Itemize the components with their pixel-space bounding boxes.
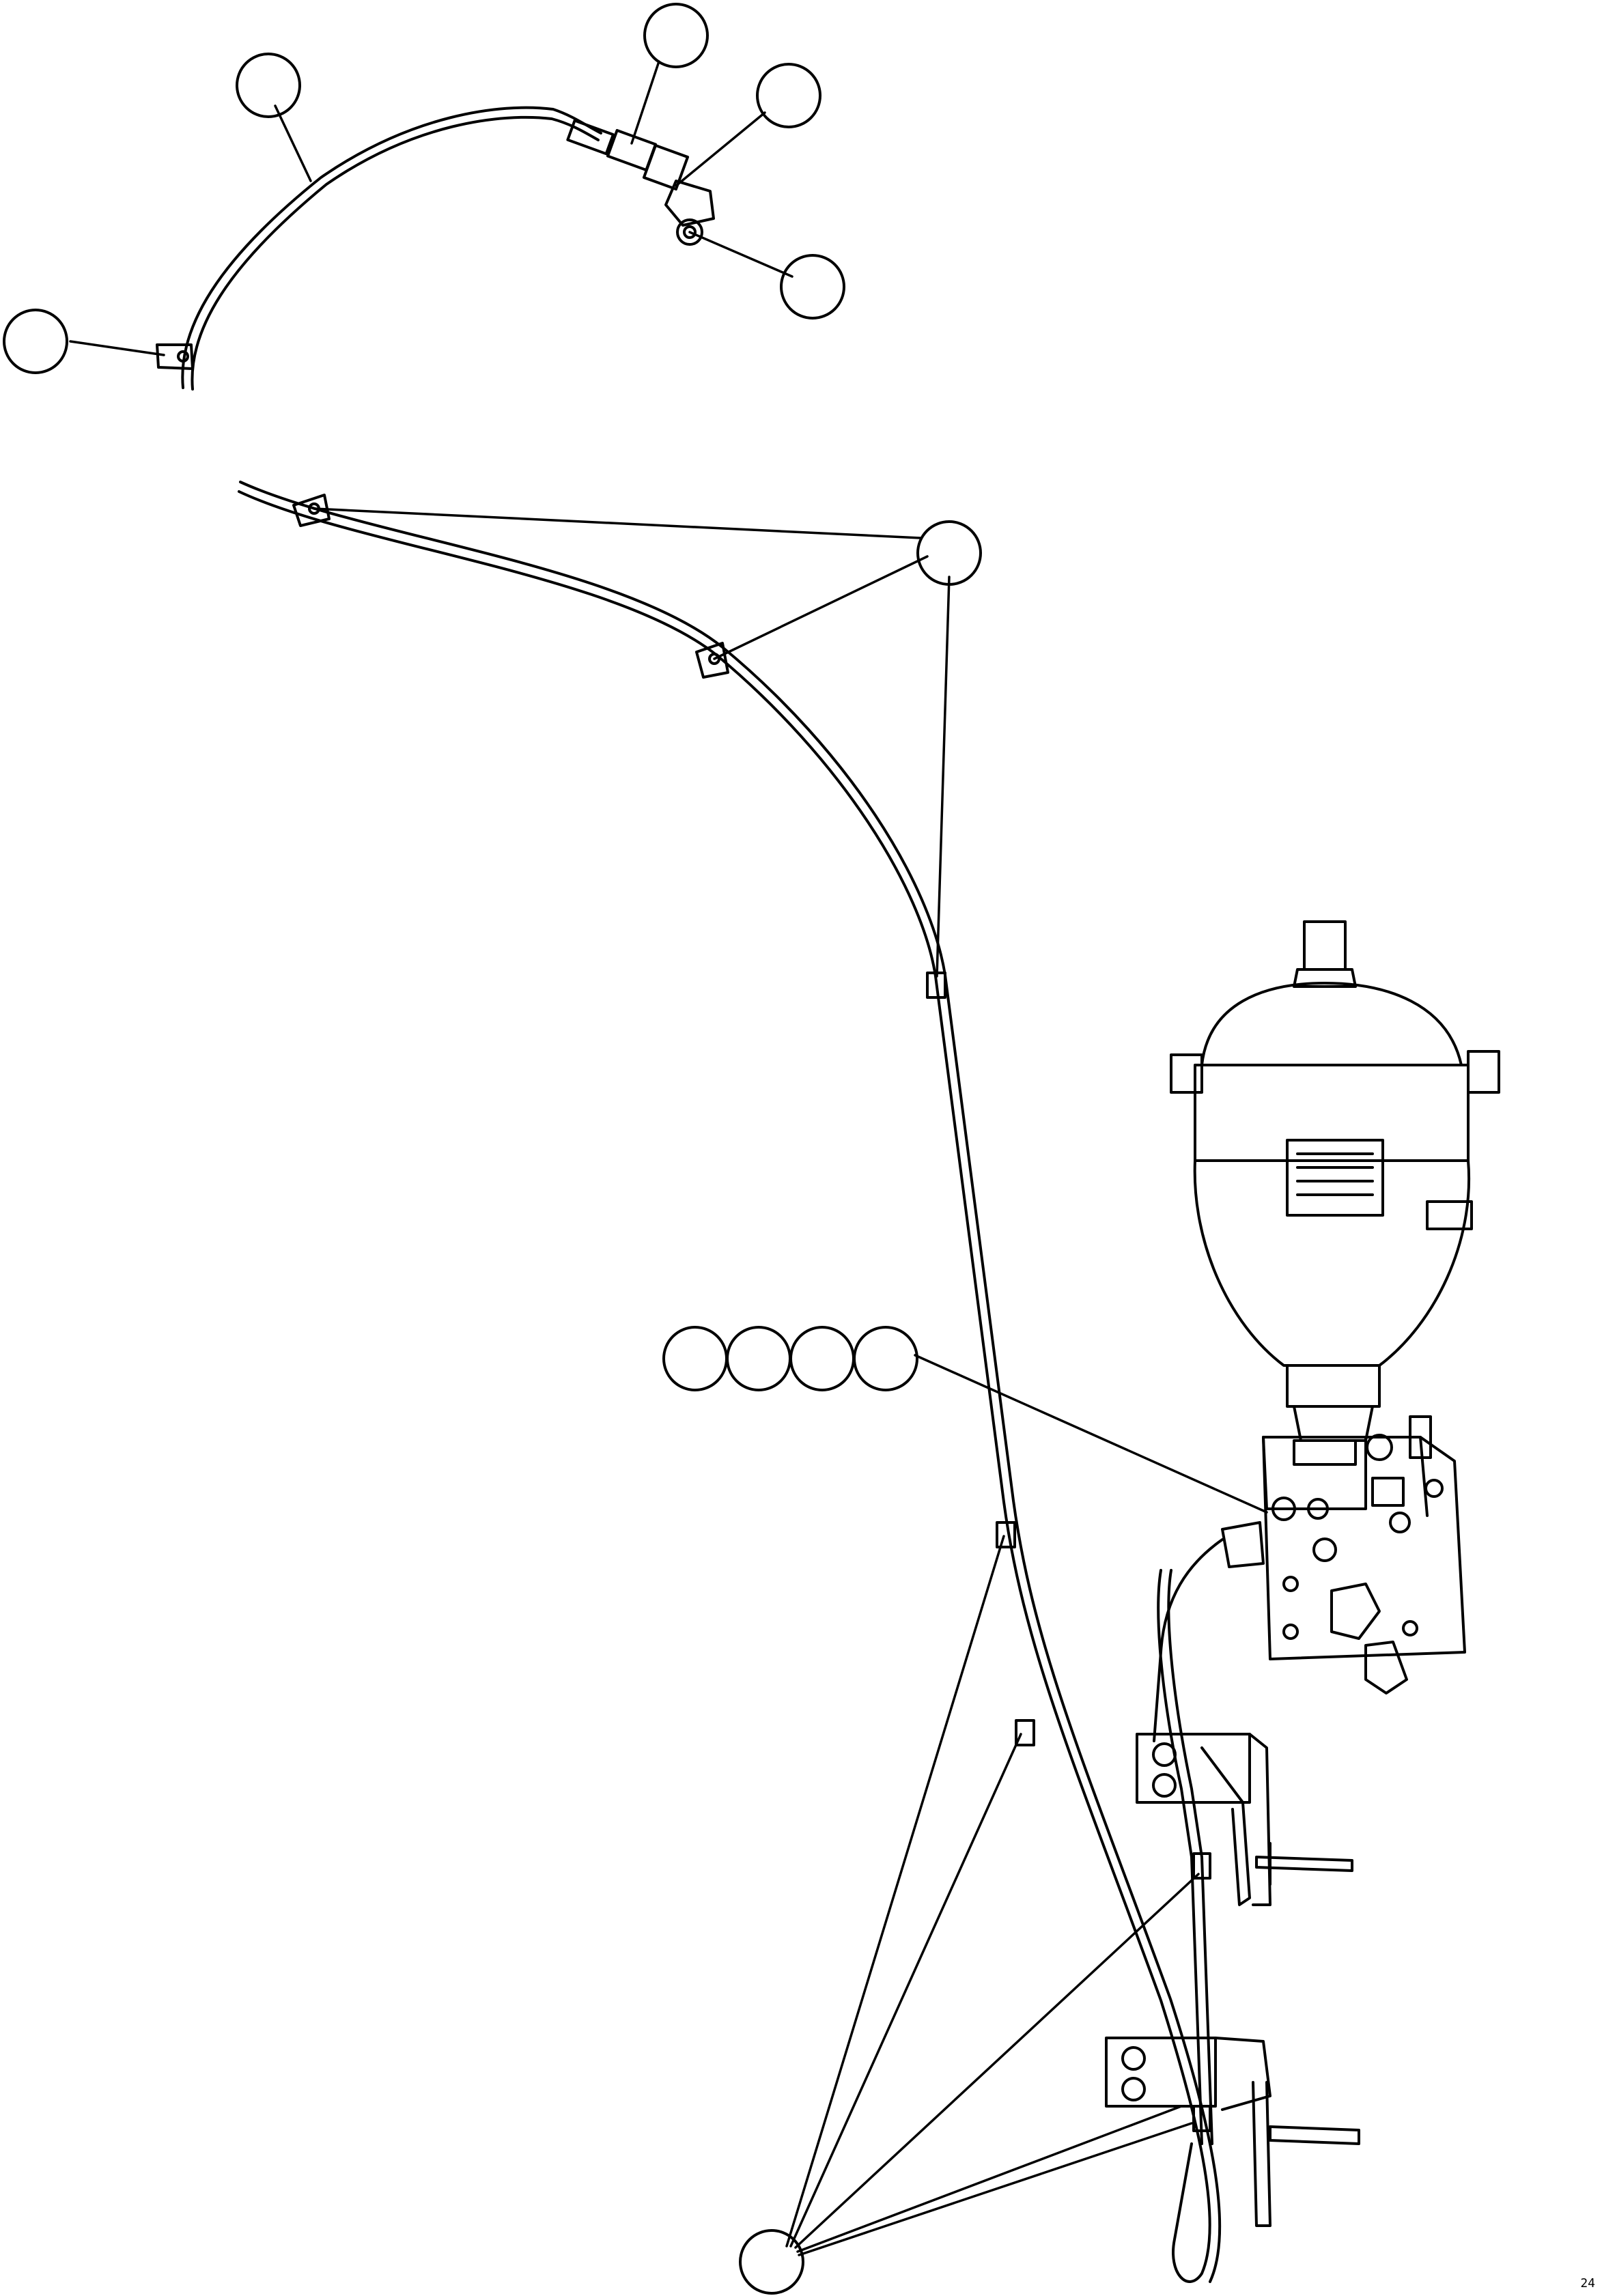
hose-clip-top [156, 343, 194, 370]
lower-bracket [1105, 2037, 1360, 2227]
callout-clamps-upper [916, 520, 982, 586]
callout-group-4 [853, 1326, 918, 1391]
hose-end-fitting [566, 119, 715, 246]
short-hose [1157, 1569, 1213, 2145]
callout-top-right [756, 63, 821, 128]
valve-block [1153, 1415, 1466, 1742]
callout-clamps-lower [739, 2229, 804, 2295]
callout-group-1 [662, 1326, 728, 1391]
callout-clip-left [3, 309, 68, 374]
hose-clamp-2 [695, 642, 729, 679]
long-hose [238, 481, 1222, 2283]
accumulator [1170, 920, 1500, 1442]
callout-top-left [236, 53, 301, 118]
callout-top-center [643, 3, 709, 68]
callout-group-3 [789, 1326, 855, 1391]
leader-lines [69, 60, 1268, 2256]
corner-mark: 24 [1580, 2276, 1595, 2291]
hose-clamp-4 [996, 1521, 1016, 1548]
callout-fitting [780, 254, 845, 320]
callout-group-2 [726, 1326, 791, 1391]
upper-hose [181, 106, 602, 391]
hose-clamp-5 [1015, 1719, 1035, 1746]
upper-bracket [1136, 1733, 1353, 1906]
